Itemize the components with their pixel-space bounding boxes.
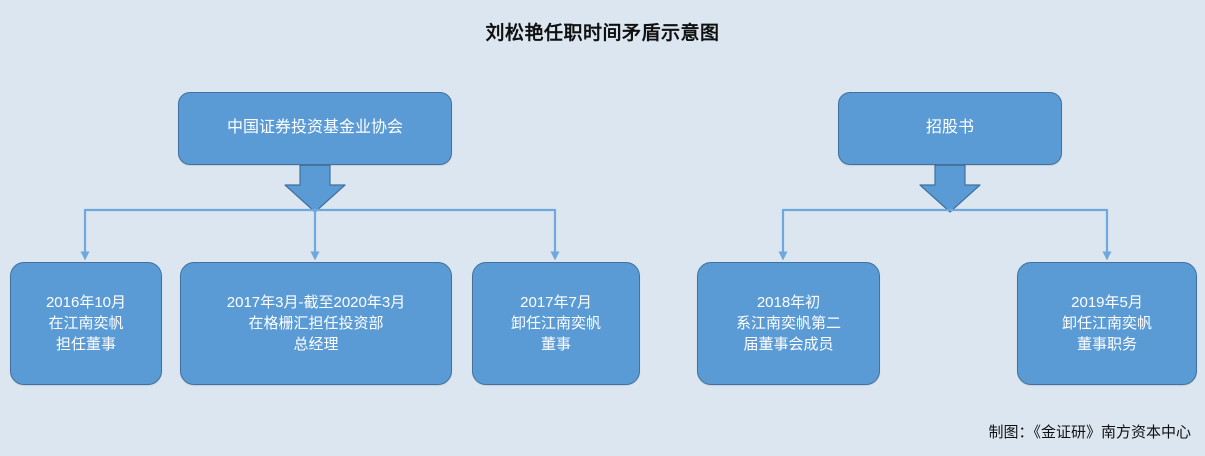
node-label: 2017年7月 卸任江南奕帆 董事 [510,293,601,354]
node-source-prospectus[interactable]: 招股书 [838,92,1062,165]
block-arrow-left [284,164,346,213]
node-2016-10[interactable]: 2016年10月 在江南奕帆 担任董事 [10,262,162,385]
node-label: 2019年5月 卸任江南奕帆 董事职务 [1061,293,1152,354]
node-label: 2017年3月-截至2020年3月 在格栅汇担任投资部 总经理 [226,293,406,354]
node-2019-05[interactable]: 2019年5月 卸任江南奕帆 董事职务 [1017,262,1197,385]
node-label: 2018年初 系江南奕帆第二 届董事会成员 [735,293,841,354]
node-2017-07[interactable]: 2017年7月 卸任江南奕帆 董事 [472,262,640,385]
page-title: 刘松艳任职时间矛盾示意图 [485,23,720,44]
node-label: 2016年10月 在江南奕帆 担任董事 [45,293,127,354]
node-2017-03[interactable]: 2017年3月-截至2020年3月 在格栅汇担任投资部 总经理 [180,262,452,385]
node-label: 招股书 [925,119,974,137]
node-label: 中国证券投资基金业协会 [226,119,403,137]
node-2018-early[interactable]: 2018年初 系江南奕帆第二 届董事会成员 [697,262,880,385]
node-source-amac[interactable]: 中国证券投资基金业协会 [178,92,452,165]
credit-text: 制图：《金证研》南方资本中心 [988,424,1191,441]
block-arrow-right [919,164,981,213]
